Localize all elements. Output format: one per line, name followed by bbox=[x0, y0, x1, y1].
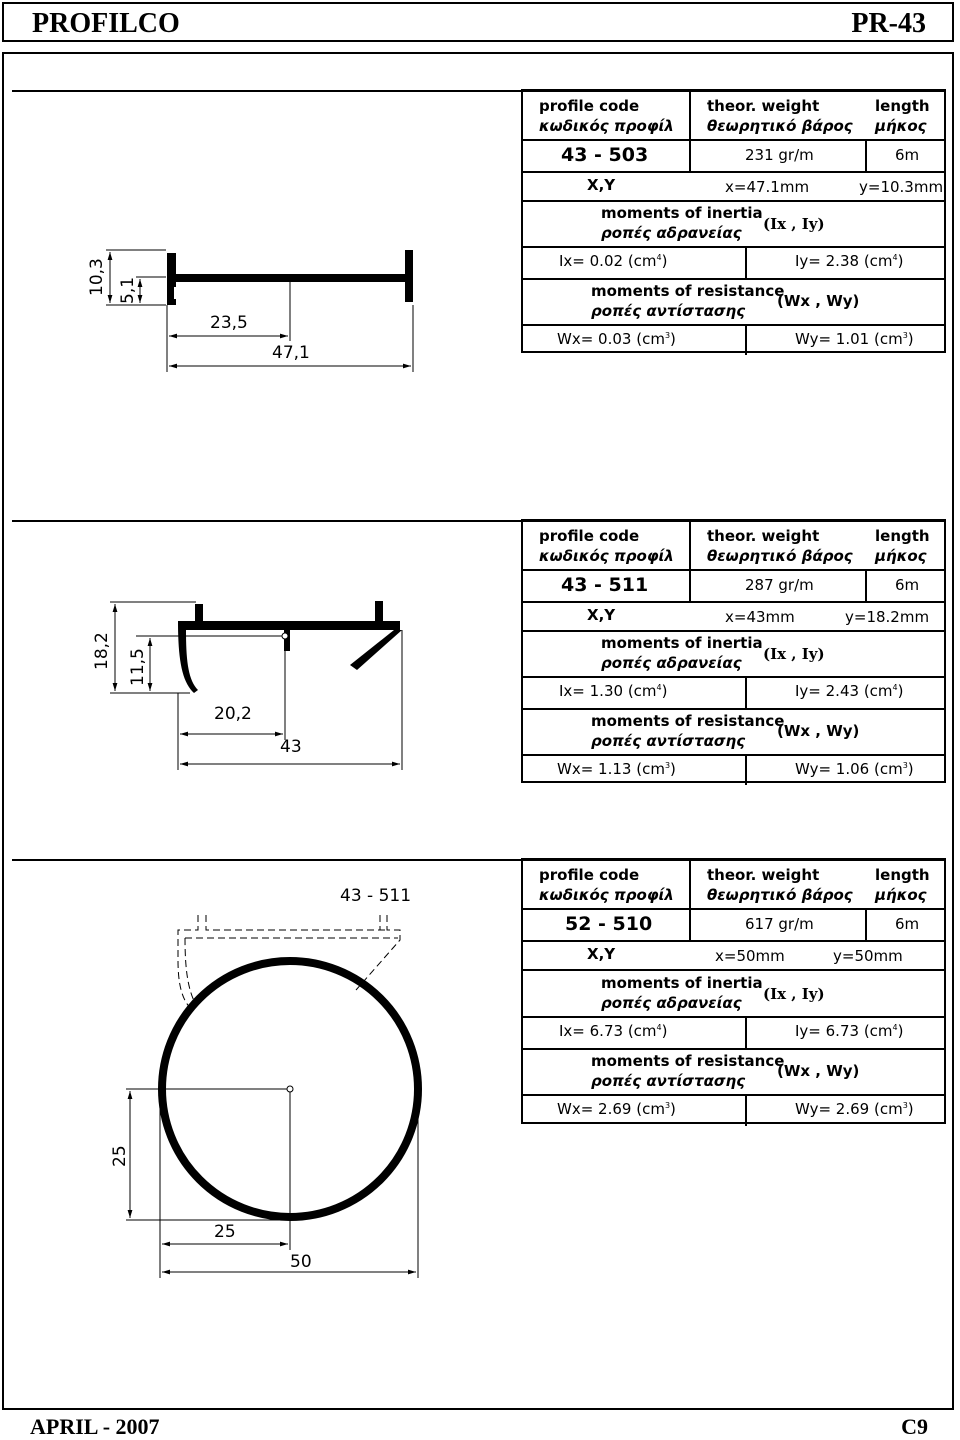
label-xy: X,Y bbox=[587, 176, 616, 194]
label-resistance-gr: ροπές αντίστασης bbox=[591, 302, 746, 320]
label-resistance-gr: ροπές αντίστασης bbox=[591, 732, 746, 750]
label-resistance: moments of resistance bbox=[591, 1052, 785, 1070]
profile-drawing-43-503 bbox=[106, 249, 414, 372]
label-length: length bbox=[875, 97, 930, 115]
label-inertia: moments of inertia bbox=[601, 974, 763, 992]
label-length: length bbox=[875, 866, 930, 884]
centroid-y: y=50mm bbox=[833, 947, 903, 965]
dim-height-half-2: 11,5 bbox=[128, 648, 148, 686]
section-divider-2 bbox=[12, 520, 946, 522]
inertia-symbol: (Ix , Iy) bbox=[763, 215, 825, 233]
centroid-y: y=18.2mm bbox=[845, 608, 930, 626]
profile-shape bbox=[178, 621, 400, 693]
inertia-ix: Ix= 1.30 (cm4) bbox=[559, 682, 668, 700]
label-inertia-gr: ροπές αδρανείας bbox=[601, 654, 742, 672]
dim-height-half-3: 25 bbox=[110, 1145, 130, 1167]
profile-shape bbox=[167, 250, 413, 305]
label-profile-code: profile code bbox=[539, 866, 640, 884]
label-profile-code: profile code bbox=[539, 527, 640, 545]
label-weight-gr: θεωρητικό βάρος bbox=[707, 547, 853, 565]
label-inertia: moments of inertia bbox=[601, 204, 763, 222]
dim-height-total-2: 18,2 bbox=[92, 632, 112, 670]
profile-code: 52 - 510 bbox=[565, 913, 653, 935]
profile-code: 43 - 503 bbox=[561, 144, 649, 166]
label-xy: X,Y bbox=[587, 945, 616, 963]
resistance-wy: Wy= 1.06 (cm3) bbox=[795, 760, 914, 778]
label-inertia-gr: ροπές αδρανείας bbox=[601, 224, 742, 242]
centroid-x: x=50mm bbox=[715, 947, 785, 965]
resistance-symbol: (Wx , Wy) bbox=[777, 1062, 860, 1080]
resistance-wy: Wy= 2.69 (cm3) bbox=[795, 1100, 914, 1118]
label-weight: theor. weight bbox=[707, 866, 820, 884]
dim-height-total-1: 10,3 bbox=[87, 258, 107, 296]
centroid-y: y=10.3mm bbox=[859, 178, 944, 196]
page-header: PROFILCO PR-43 bbox=[2, 2, 954, 42]
label-profile-code: profile code bbox=[539, 97, 640, 115]
label-inertia: moments of inertia bbox=[601, 634, 763, 652]
inertia-iy: Iy= 2.43 (cm4) bbox=[795, 682, 904, 700]
profile-drawing-52-510 bbox=[126, 915, 422, 1278]
label-weight: theor. weight bbox=[707, 97, 820, 115]
label-profile-code-gr: κωδικός προφίλ bbox=[539, 547, 674, 565]
label-weight: theor. weight bbox=[707, 527, 820, 545]
dim-width-half-2: 20,2 bbox=[214, 704, 252, 724]
centroid-x: x=43mm bbox=[725, 608, 795, 626]
centroid-x: x=47.1mm bbox=[725, 178, 810, 196]
resistance-wx: Wx= 1.13 (cm3) bbox=[557, 760, 676, 778]
resistance-symbol: (Wx , Wy) bbox=[777, 292, 860, 310]
profile-table-3: profile code κωδικός προφίλ theor. weigh… bbox=[521, 858, 946, 1126]
profile-drawing-43-511 bbox=[110, 601, 403, 770]
label-length: length bbox=[875, 527, 930, 545]
dim-width-total-2: 43 bbox=[280, 737, 302, 757]
dim-height-half-1: 5,1 bbox=[118, 276, 138, 304]
resistance-wx: Wx= 2.69 (cm3) bbox=[557, 1100, 676, 1118]
inertia-ix: Ix= 0.02 (cm4) bbox=[559, 252, 668, 270]
dim-width-half-1: 23,5 bbox=[210, 313, 248, 333]
label-resistance: moments of resistance bbox=[591, 282, 785, 300]
label-profile-code-gr: κωδικός προφίλ bbox=[539, 886, 674, 904]
label-weight-gr: θεωρητικό βάρος bbox=[707, 117, 853, 135]
profile-weight: 231 gr/m bbox=[745, 146, 814, 164]
profile-code: 43 - 511 bbox=[561, 574, 649, 596]
profile-length: 6m bbox=[895, 576, 920, 594]
dim-width-total-3: 50 bbox=[290, 1252, 312, 1272]
section-divider-1 bbox=[12, 90, 946, 92]
label-resistance: moments of resistance bbox=[591, 712, 785, 730]
profile-length: 6m bbox=[895, 915, 920, 933]
profile-length: 6m bbox=[895, 146, 920, 164]
section-divider-3 bbox=[12, 859, 946, 861]
inertia-ix: Ix= 6.73 (cm4) bbox=[559, 1022, 668, 1040]
inertia-iy: Iy= 2.38 (cm4) bbox=[795, 252, 904, 270]
drawing-frame bbox=[2, 52, 954, 1410]
resistance-symbol: (Wx , Wy) bbox=[777, 722, 860, 740]
label-xy: X,Y bbox=[587, 606, 616, 624]
inertia-symbol: (Ix , Iy) bbox=[763, 645, 825, 663]
profile-table-2: profile code κωδικός προφίλ theor. weigh… bbox=[521, 519, 946, 785]
label-length-gr: μήκος bbox=[875, 547, 927, 565]
profile-weight: 287 gr/m bbox=[745, 576, 814, 594]
resistance-wy: Wy= 1.01 (cm3) bbox=[795, 330, 914, 348]
profile-table-1: profile code κωδικός προφίλ theor. weigh… bbox=[521, 89, 946, 355]
label-profile-code-gr: κωδικός προφίλ bbox=[539, 117, 674, 135]
label-length-gr: μήκος bbox=[875, 117, 927, 135]
resistance-wx: Wx= 0.03 (cm3) bbox=[557, 330, 676, 348]
label-resistance-gr: ροπές αντίστασης bbox=[591, 1072, 746, 1090]
reference-profile-label: 43 - 511 bbox=[340, 886, 412, 906]
inertia-symbol: (Ix , Iy) bbox=[763, 985, 825, 1003]
label-length-gr: μήκος bbox=[875, 886, 927, 904]
dim-width-half-3: 25 bbox=[214, 1222, 236, 1242]
label-inertia-gr: ροπές αδρανείας bbox=[601, 994, 742, 1012]
inertia-iy: Iy= 6.73 (cm4) bbox=[795, 1022, 904, 1040]
footer-date: APRIL - 2007 bbox=[30, 1414, 160, 1439]
dim-width-total-1: 47,1 bbox=[272, 343, 310, 363]
company-name: PROFILCO bbox=[32, 8, 180, 39]
label-weight-gr: θεωρητικό βάρος bbox=[707, 886, 853, 904]
series-code: PR-43 bbox=[851, 8, 926, 39]
footer-page: C9 bbox=[901, 1414, 928, 1439]
profile-weight: 617 gr/m bbox=[745, 915, 814, 933]
